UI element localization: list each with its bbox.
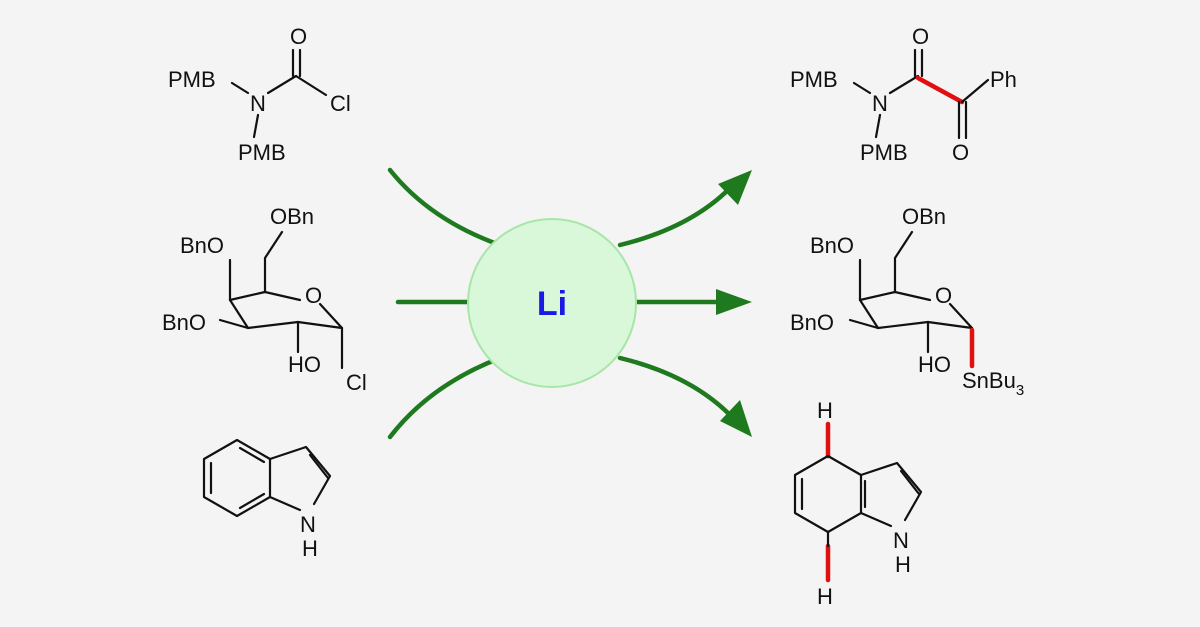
bond (874, 113, 882, 139)
bond (266, 74, 298, 95)
product-glycosyl-stannane: OBn BnO O BnO HO SnBu3 (790, 204, 1024, 399)
bond (252, 113, 260, 139)
bond (848, 318, 880, 330)
reactant-carbamoyl-chloride: PMB N PMB O Cl (168, 24, 351, 165)
bond (308, 453, 330, 480)
bond (291, 48, 302, 78)
bond (268, 445, 332, 506)
bond (899, 469, 921, 496)
bno-label: BnO (810, 233, 854, 258)
nitrogen-label: N (893, 528, 909, 553)
bond (913, 48, 924, 78)
arrow-out-bottom (617, 355, 733, 418)
lithium-label: Li (537, 285, 567, 323)
reactant-indole: N H (202, 438, 332, 561)
bond (926, 320, 974, 330)
bond (263, 230, 284, 294)
bond (268, 495, 302, 512)
arrow-in-bottom (387, 355, 503, 440)
arrow-out-top (617, 185, 733, 248)
phenyl-label: Ph (990, 67, 1017, 92)
arrowhead-out-bottom (720, 400, 752, 437)
bond (228, 298, 250, 330)
pmb-label: PMB (790, 67, 838, 92)
obn-label: OBn (902, 204, 946, 229)
bond (859, 461, 923, 522)
bond (296, 320, 344, 330)
bno-label: BnO (162, 310, 206, 335)
nitrogen-label: N (300, 512, 316, 537)
stannyl-subscript: 3 (1016, 382, 1024, 399)
bond (876, 320, 930, 330)
chlorine-label: Cl (330, 91, 351, 116)
bond (263, 290, 302, 302)
nitrogen-label: N (250, 91, 266, 116)
oxygen-label: O (952, 140, 969, 165)
pmb-label: PMB (168, 67, 216, 92)
obn-label: OBn (270, 204, 314, 229)
product-dihydroindole: H H N H (793, 398, 923, 609)
ring-oxygen-label: O (935, 283, 952, 308)
bond (294, 74, 328, 97)
bond (202, 438, 272, 518)
arrowhead-out-top (718, 170, 752, 205)
bond (246, 320, 300, 330)
nitrogen-label: N (872, 91, 888, 116)
bond (852, 81, 872, 95)
hydroxyl-label: HO (288, 352, 321, 377)
pmb-label: PMB (860, 140, 908, 165)
bond (209, 446, 266, 510)
bond (228, 290, 267, 302)
hydrogen-label: H (302, 536, 318, 561)
bond (893, 290, 932, 302)
bno-label: BnO (790, 310, 834, 335)
bond (793, 454, 863, 534)
hydrogen-label: H (817, 584, 833, 609)
bond (888, 74, 920, 95)
bond (859, 511, 893, 528)
stannyl-label-text: SnBu (962, 368, 1016, 393)
bond (858, 290, 897, 302)
bond (948, 302, 974, 330)
oxygen-label: O (912, 24, 929, 49)
hydrogen-label: H (895, 552, 911, 577)
arrowhead-out-middle (716, 289, 752, 315)
chlorine-label: Cl (346, 370, 367, 395)
bond (960, 78, 990, 104)
lithium-reagent: Li (467, 218, 637, 388)
bond (858, 298, 880, 330)
bno-label: BnO (180, 233, 224, 258)
product-ketoamide: PMB N PMB O O Ph (790, 24, 1017, 165)
hydroxyl-label: HO (918, 352, 951, 377)
hydrogen-label: H (817, 398, 833, 423)
ring-oxygen-label: O (305, 283, 322, 308)
bond (318, 302, 344, 330)
pmb-label: PMB (238, 140, 286, 165)
oxygen-label: O (290, 24, 307, 49)
lithium-circle (467, 218, 637, 388)
new-bond (915, 75, 965, 105)
bond (218, 318, 250, 330)
arrow-in-top (387, 167, 503, 248)
reactant-glycosyl-chloride: OBn BnO O BnO HO Cl (162, 204, 367, 395)
stannyl-label: SnBu3 (962, 368, 1024, 399)
reaction-arrows (387, 167, 752, 440)
bond (230, 81, 250, 95)
bond (893, 230, 914, 294)
bond (957, 100, 968, 140)
